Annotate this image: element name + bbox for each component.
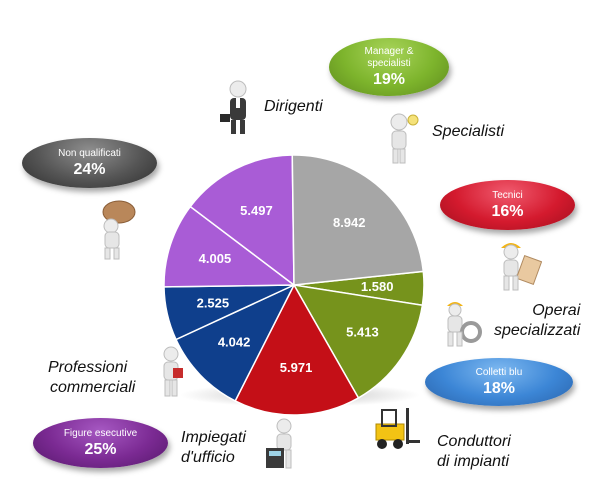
salesperson-cart-icon — [163, 346, 183, 397]
label-dirigenti: Dirigenti — [264, 98, 323, 115]
group-manager-name-line1: Manager & — [364, 45, 414, 57]
pie-slice-5 — [163, 205, 297, 288]
pie-slice-value-1: 5.413 — [346, 324, 379, 339]
pie-slice-value-7: 8.942 — [333, 215, 366, 230]
businessman-icon — [220, 80, 247, 134]
pie-slice-3 — [174, 283, 296, 402]
pie-slice-value-6: 5.497 — [240, 203, 273, 218]
group-manager-name-line2: specialisti — [367, 57, 411, 69]
pie-slice-labels: 1.580 5.413 5.971 4.042 2.525 4.005 5.497 8.942 — [197, 203, 394, 375]
label-impiegati-line1: Impiegati — [181, 429, 246, 446]
group-badge-nonqual: Non qualificati 24% — [22, 138, 157, 188]
label-professioni: Professioni commerciali — [48, 358, 135, 398]
label-operai-line2: specializzati — [494, 322, 581, 339]
pie-slice-value-5: 4.005 — [199, 251, 232, 266]
office-worker-calculator-icon — [266, 418, 292, 469]
group-badge-esecutive: Figure esecutive 25% — [33, 418, 168, 468]
pie-slices — [163, 154, 425, 416]
group-tecnici-percent: 16% — [491, 202, 524, 220]
pie-slice-6 — [189, 154, 295, 287]
label-impiegati: Impiegati d'ufficio — [181, 428, 246, 468]
label-impiegati-line2: d'ufficio — [181, 449, 235, 466]
group-badge-tecnici: Tecnici 16% — [440, 180, 575, 230]
pie-slice-1 — [292, 284, 424, 399]
group-badge-manager: Manager & specialisti 19% — [329, 38, 449, 96]
group-colletti-percent: 18% — [482, 379, 516, 397]
group-nonqual-name: Non qualificati — [58, 147, 121, 159]
engineer-hardhat-icon — [501, 243, 542, 291]
label-professioni-line2: commerciali — [50, 379, 136, 396]
pie-slice-value-4: 2.525 — [197, 295, 230, 310]
pie-slice-7 — [291, 154, 425, 286]
pie-slice-value-2: 5.971 — [280, 360, 313, 375]
pie-slice-value-3: 4.042 — [218, 335, 251, 350]
group-tecnici-name: Tecnici — [492, 189, 523, 201]
label-operai-line1: Operai — [532, 302, 581, 319]
group-manager-percent: 19% — [372, 70, 406, 88]
pie-slice-value-0: 1.580 — [361, 279, 394, 294]
forklift-icon — [375, 408, 420, 449]
label-specialisti: Specialisti — [432, 123, 505, 140]
group-badge-colletti: Colletti blu 18% — [425, 358, 573, 406]
group-esecutive-percent: 25% — [84, 440, 117, 458]
group-nonqual-percent: 24% — [73, 160, 106, 178]
mechanic-gear-icon — [447, 302, 482, 347]
label-conduttori-line1: Conduttori — [437, 433, 511, 450]
group-esecutive-name: Figure esecutive — [63, 427, 138, 439]
worker-carrying-load-icon — [102, 200, 136, 260]
label-conduttori-line2: di impianti — [437, 453, 510, 470]
label-professioni-line1: Professioni — [48, 359, 128, 376]
idea-lightbulb-figure-icon — [390, 113, 419, 164]
label-conduttori: Conduttori di impianti — [437, 432, 511, 472]
group-colletti-name: Colletti blu — [475, 366, 523, 378]
label-operai: Operai specializzati — [494, 301, 580, 341]
pie-slice-2 — [234, 283, 360, 416]
